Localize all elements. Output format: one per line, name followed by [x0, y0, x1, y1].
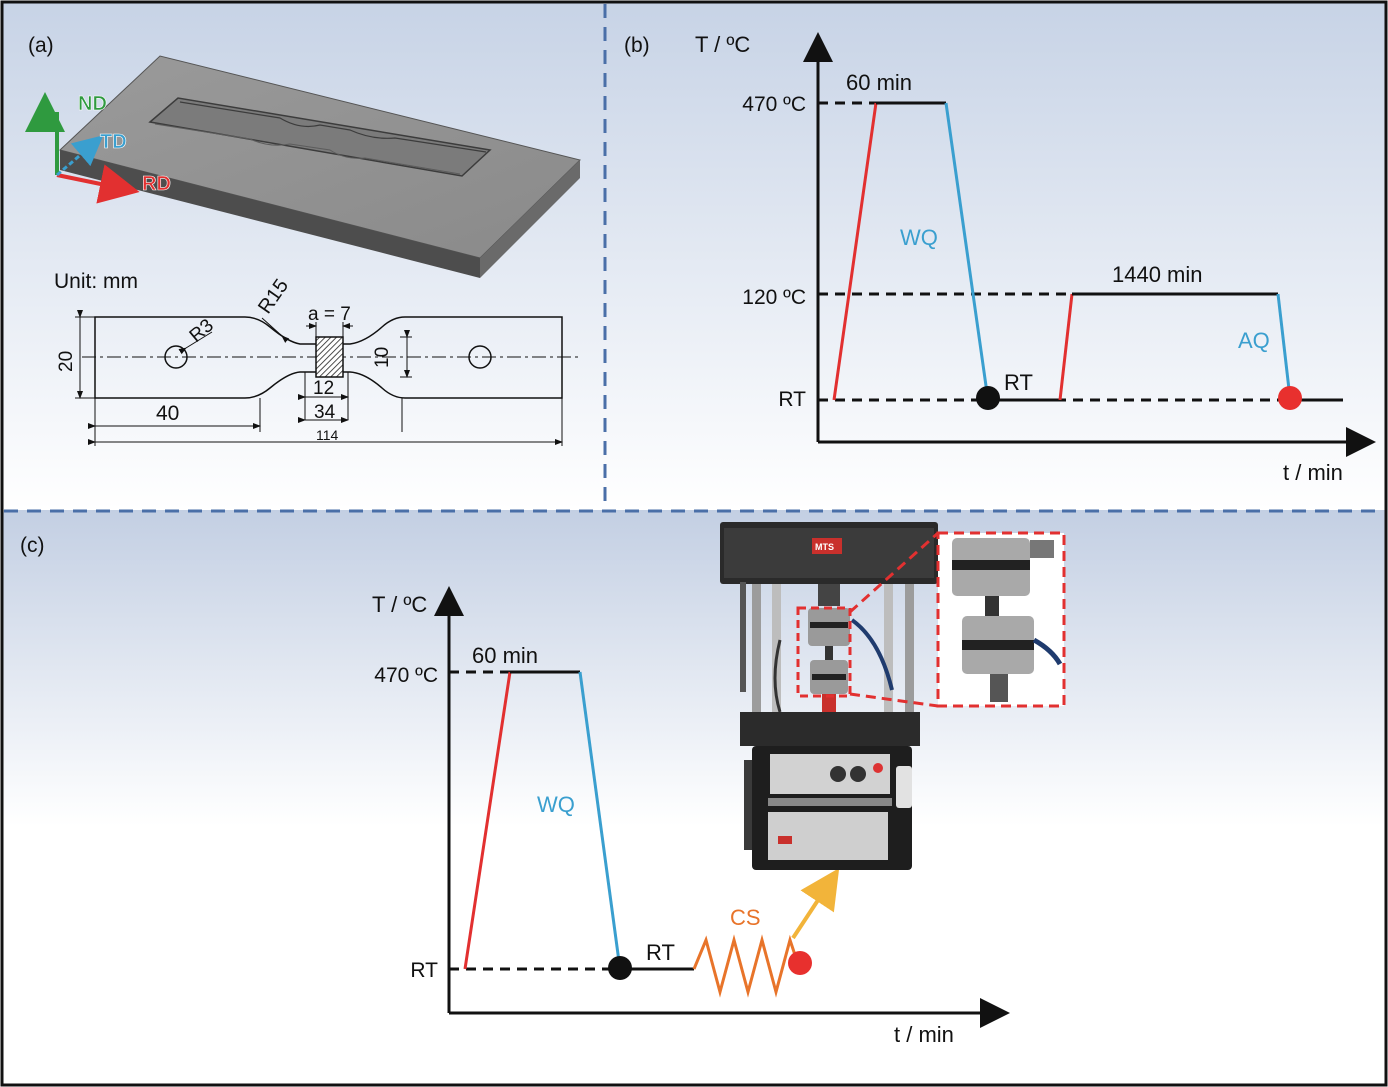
c-wq-label: WQ — [537, 792, 575, 817]
b-aq-line — [1276, 293, 1292, 399]
panel-b: (b) T / ºC t / min 470 ºC 120 ºC RT 60 m… — [624, 32, 1376, 485]
c-wq-line — [578, 671, 622, 970]
b-heating-line — [832, 102, 878, 401]
c-heating-line — [463, 671, 512, 970]
b-black-dot — [976, 386, 1000, 410]
b-aq-label: AQ — [1238, 328, 1270, 353]
td-label: TD — [100, 131, 127, 153]
b-red-dot — [1278, 386, 1302, 410]
nd-label: ND — [78, 93, 107, 115]
b-wq-label: WQ — [900, 225, 938, 250]
panel-a-label: (a) — [28, 34, 54, 57]
unit-label: Unit: mm — [54, 270, 138, 293]
c-red-dot — [788, 951, 812, 975]
dim-a: a = 7 — [308, 304, 351, 325]
b-wq-line — [944, 102, 990, 401]
c-cs-zigzag — [692, 934, 800, 998]
c-black-dot — [608, 956, 632, 980]
specimen-drawing — [75, 310, 578, 446]
b-hold2-label: 1440 min — [1112, 262, 1203, 287]
b-y-axis-label: T / ºC — [695, 32, 750, 57]
dim-114: 114 — [316, 427, 339, 443]
c-rt-label: RT — [646, 940, 675, 965]
c-cs-label: CS — [730, 905, 761, 930]
b-aging-heating — [1058, 293, 1074, 401]
panel-b-label: (b) — [624, 34, 650, 57]
c-pointer-arrow — [791, 867, 840, 940]
dim-12: 12 — [313, 378, 334, 399]
plate-3d — [58, 55, 581, 278]
b-hold1-label: 60 min — [846, 70, 912, 95]
panel-c: (c) T / ºC t / min 470 ºC RT 60 min WQ R… — [20, 522, 1066, 1047]
dim-10: 10 — [372, 347, 393, 368]
mts-logo: MTS — [815, 542, 834, 552]
dim-20: 20 — [56, 351, 77, 372]
mts-machine-photo: MTS — [720, 522, 1066, 870]
rd-label: RD — [142, 173, 171, 195]
c-x-axis-label: t / min — [894, 1022, 954, 1047]
panel-c-label: (c) — [20, 534, 45, 557]
b-tick-470: 470 ºC — [742, 93, 806, 116]
rd-arrow — [56, 164, 140, 204]
c-y-axis-label: T / ºC — [372, 592, 427, 617]
dim-34: 34 — [314, 402, 336, 423]
c-tick-470: 470 ºC — [374, 664, 438, 687]
dim-40: 40 — [156, 402, 179, 425]
b-x-axis-label: t / min — [1283, 460, 1343, 485]
c-hold1-label: 60 min — [472, 643, 538, 668]
b-tick-120: 120 ºC — [742, 286, 806, 309]
bottom-background — [2, 510, 1386, 1085]
c-tick-rt: RT — [410, 959, 438, 982]
b-rt-label: RT — [1004, 370, 1033, 395]
b-tick-rt: RT — [778, 388, 806, 411]
